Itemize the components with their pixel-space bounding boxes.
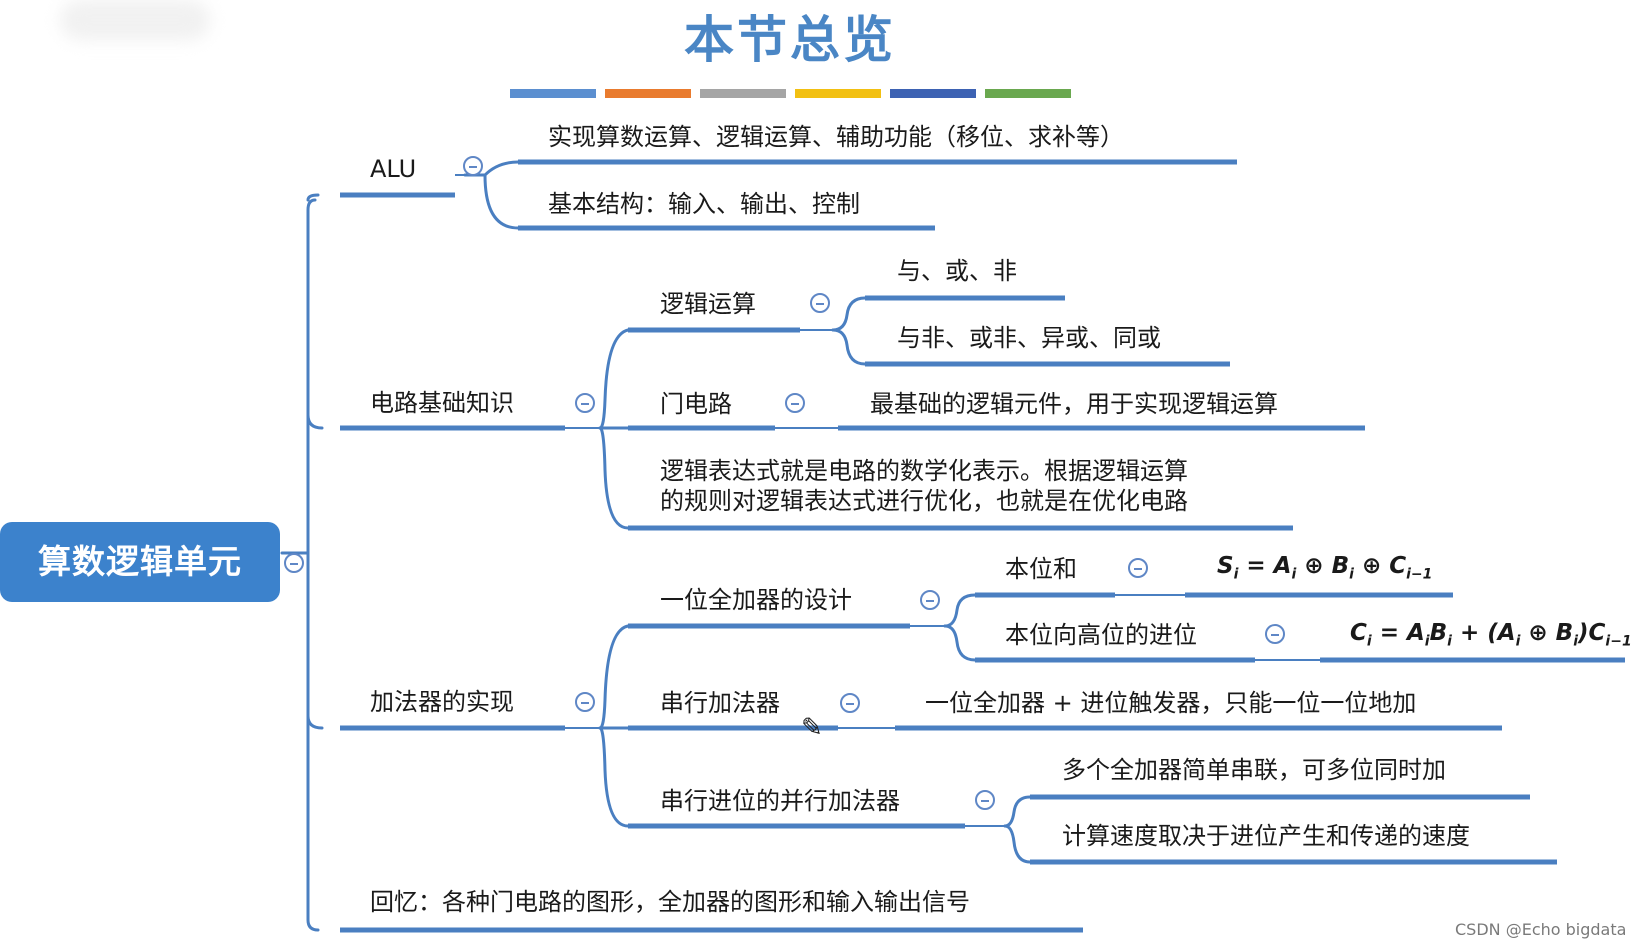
node-note-line2: 的规则对逻辑表达式进行优化，也就是在优化电路 xyxy=(660,487,1188,515)
node-adder[interactable]: 加法器的实现 xyxy=(370,688,514,716)
node-sum[interactable]: 本位和 xyxy=(1005,555,1077,583)
node-basic-ops[interactable]: 与、或、非 xyxy=(897,257,1017,285)
watermark: CSDN @Echo bigdata xyxy=(1455,920,1627,939)
formula-carry: Ci = AiBi + (Ai ⊕ Bi)Ci−1 xyxy=(1350,620,1632,650)
node-carry[interactable]: 本位向高位的进位 xyxy=(1005,621,1197,649)
collapse-full-adder-icon[interactable] xyxy=(920,590,940,610)
collapse-circuit-icon[interactable] xyxy=(575,393,595,413)
collapse-alu-icon[interactable] xyxy=(463,156,483,176)
pencil-cursor-icon: ✎ xyxy=(801,713,823,743)
color-bar-3 xyxy=(700,89,786,98)
node-parallel-desc1[interactable]: 多个全加器简单串联，可多位同时加 xyxy=(1062,756,1446,784)
color-bar-1 xyxy=(510,89,596,98)
color-bar-4 xyxy=(795,89,881,98)
node-full-adder[interactable]: 一位全加器的设计 xyxy=(660,586,852,614)
collapse-root-icon[interactable] xyxy=(284,553,304,573)
collapse-carry-icon[interactable] xyxy=(1265,624,1285,644)
node-parallel-adder[interactable]: 串行进位的并行加法器 xyxy=(660,787,900,815)
page-title: 本节总览 xyxy=(684,10,896,69)
node-alu[interactable]: ALU xyxy=(370,155,417,183)
node-serial-adder[interactable]: 串行加法器 xyxy=(660,689,780,717)
color-bar-6 xyxy=(985,89,1071,98)
node-compound-ops[interactable]: 与非、或非、异或、同或 xyxy=(897,324,1161,352)
collapse-sum-icon[interactable] xyxy=(1128,558,1148,578)
node-gate-desc[interactable]: 最基础的逻辑元件，用于实现逻辑运算 xyxy=(870,390,1278,418)
node-recall[interactable]: 回忆：各种门电路的图形，全加器的图形和输入输出信号 xyxy=(370,888,970,916)
node-serial-desc[interactable]: 一位全加器 + 进位触发器，只能一位一位地加 xyxy=(925,689,1417,717)
color-bar-2 xyxy=(605,89,691,98)
collapse-parallel-icon[interactable] xyxy=(975,790,995,810)
collapse-logic-icon[interactable] xyxy=(810,293,830,313)
node-alu-structure[interactable]: 基本结构：输入、输出、控制 xyxy=(548,190,860,218)
root-node[interactable]: 算数逻辑单元 xyxy=(0,522,280,602)
collapse-serial-icon[interactable] xyxy=(840,693,860,713)
node-gate-circuit[interactable]: 门电路 xyxy=(660,390,732,418)
trunk-vertical xyxy=(306,198,320,932)
node-parallel-desc2[interactable]: 计算速度取决于进位产生和传递的速度 xyxy=(1062,822,1470,850)
formula-sum: Si = Ai ⊕ Bi ⊕ Ci−1 xyxy=(1217,553,1433,583)
color-bar-5 xyxy=(890,89,976,98)
collapse-gate-icon[interactable] xyxy=(785,393,805,413)
collapse-adder-icon[interactable] xyxy=(575,692,595,712)
node-alu-function[interactable]: 实现算数运算、逻辑运算、辅助功能（移位、求补等） xyxy=(548,123,1124,151)
blurred-logo xyxy=(60,0,210,40)
node-circuit-basics[interactable]: 电路基础知识 xyxy=(370,389,514,417)
node-note-line1: 逻辑表达式就是电路的数学化表示。根据逻辑运算 xyxy=(660,457,1188,485)
node-logic-operation[interactable]: 逻辑运算 xyxy=(660,290,756,318)
